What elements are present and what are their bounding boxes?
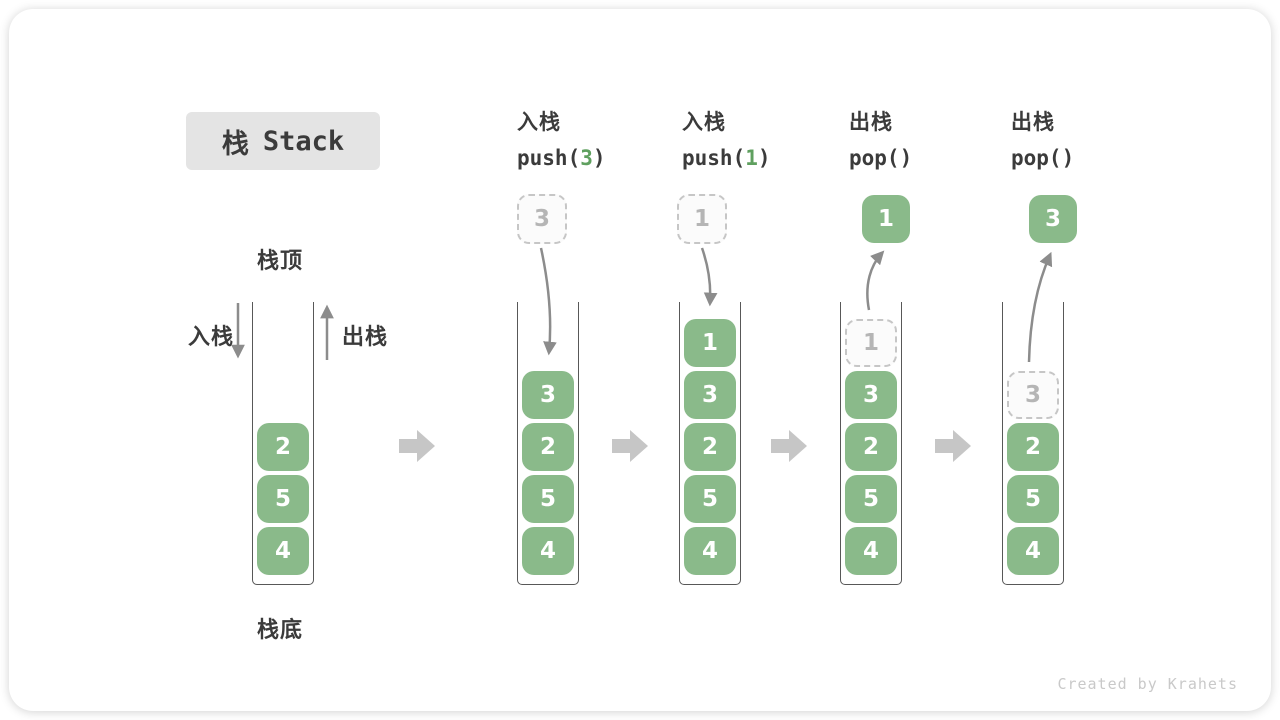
op-label: 入栈 — [682, 110, 726, 134]
stack-item: 2 — [522, 423, 574, 471]
stack-item: 3 — [845, 371, 897, 419]
stack-item: 4 — [522, 527, 574, 575]
stack-item: 5 — [522, 475, 574, 523]
stack-item: 1 — [684, 319, 736, 367]
op-code: push(1) — [682, 146, 771, 170]
diagram-title: 栈 Stack — [186, 112, 380, 170]
stack-item: 5 — [845, 475, 897, 523]
watermark: Created by Krahets — [1057, 675, 1238, 693]
op-header-push-3: 入栈 push(3) — [517, 106, 606, 170]
stack-container-3 — [679, 302, 741, 585]
code-post: ) — [592, 146, 606, 170]
op-code: pop() — [1011, 146, 1074, 170]
stack-item: 2 — [684, 423, 736, 471]
op-header-push-1: 入栈 push(1) — [682, 106, 771, 170]
floating-ghost-push-1: 1 — [677, 194, 727, 244]
code-post: ) — [899, 146, 913, 170]
code-arg: 3 — [580, 146, 593, 170]
stack-item: 2 — [845, 423, 897, 471]
stack-container-2 — [517, 302, 579, 585]
stack-item: 5 — [1007, 475, 1059, 523]
stack-item: 4 — [684, 527, 736, 575]
stack-item: 3 — [522, 371, 574, 419]
op-label: 入栈 — [517, 110, 561, 134]
op-header-pop-1: 出栈 pop() — [849, 106, 912, 170]
stack-container-1 — [252, 302, 314, 585]
code-pre: pop( — [1011, 146, 1062, 170]
label-stack-top: 栈顶 — [257, 249, 304, 274]
stack-item: 4 — [257, 527, 309, 575]
stack-item-ghost: 3 — [1007, 371, 1059, 419]
stack-item: 4 — [845, 527, 897, 575]
code-arg: 1 — [745, 146, 758, 170]
code-post: ) — [757, 146, 771, 170]
op-label: 出栈 — [1011, 110, 1055, 134]
floating-ghost-push-3: 3 — [517, 194, 567, 244]
title-zh: 栈 — [221, 128, 249, 160]
label-push: 入栈 — [188, 325, 235, 350]
title-en: Stack — [262, 125, 345, 157]
code-pre: push( — [682, 146, 746, 170]
label-pop: 出栈 — [342, 325, 389, 350]
stack-item: 2 — [1007, 423, 1059, 471]
floating-popped-1: 1 — [862, 195, 910, 243]
stack-container-5 — [1002, 302, 1064, 585]
stack-container-4 — [840, 302, 902, 585]
code-pre: pop( — [849, 146, 900, 170]
stack-item: 4 — [1007, 527, 1059, 575]
op-code: pop() — [849, 146, 912, 170]
op-label: 出栈 — [849, 110, 893, 134]
stack-item: 5 — [257, 475, 309, 523]
code-pre: push( — [517, 146, 581, 170]
stack-item-ghost: 1 — [845, 319, 897, 367]
label-stack-bottom: 栈底 — [257, 618, 304, 643]
op-code: push(3) — [517, 146, 606, 170]
stack-item: 2 — [257, 423, 309, 471]
code-post: ) — [1061, 146, 1075, 170]
stack-item: 5 — [684, 475, 736, 523]
stack-item: 3 — [684, 371, 736, 419]
op-header-pop-2: 出栈 pop() — [1011, 106, 1074, 170]
floating-popped-3: 3 — [1029, 195, 1077, 243]
